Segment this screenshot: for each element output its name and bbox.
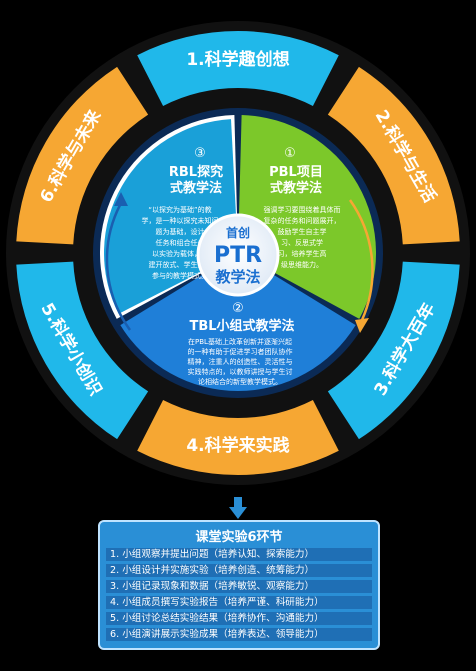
body-line: “以探究为基础”的教 — [148, 205, 211, 214]
center-line1: 首创 — [226, 225, 250, 240]
body-line: 在PBL基础上改革创新并逐渐兴起 — [188, 337, 292, 346]
body-line: 鼓励学生自主学 — [278, 227, 327, 236]
body-line: 论相结合的新型教学模式。 — [198, 377, 282, 386]
pbl-number: ① — [284, 146, 296, 161]
body-line: 复杂的任务和问题展开， — [264, 216, 341, 225]
tbl-title: TBL小组式教学法 — [189, 318, 294, 334]
experiment-panel: 课堂实验6环节 1. 小组观察并提出问题（培养认知、探索能力） 2. 小组设计并… — [98, 520, 380, 650]
body-line: 强调学习要围绕着具体而 — [264, 205, 341, 214]
list-item: 3. 小组记录现象和数据（培养敏锐、观察能力） — [106, 580, 372, 593]
rbl-subtitle: 式教学法 — [170, 180, 222, 196]
arrow-left-head — [114, 192, 128, 206]
list-item: 5. 小组讨论总结实验结果（培养协作、沟通能力） — [106, 612, 372, 625]
outer-segment-4 — [137, 400, 339, 476]
center-badge — [196, 213, 280, 297]
down-arrow-icon — [229, 497, 247, 519]
body-line: 题为基础，设计 — [156, 227, 205, 236]
rbl-title: RBL探究 — [169, 164, 223, 180]
outer-segment-2 — [327, 66, 460, 245]
outer-segment-5 — [16, 261, 149, 440]
panel-title: 课堂实验6环节 — [195, 530, 283, 545]
outer-segment-6 — [16, 66, 149, 245]
body-line: 的一种有助于促进学习者团队协作 — [188, 347, 293, 356]
ptr-diagram: 1.科学趣创想2.科学与生活3.科学大百年4.科学来实践5.科学小创识6.科学与… — [6, 21, 470, 485]
list-item: 2. 小组设计并实施实验（培养创造、统筹能力） — [106, 564, 372, 577]
center-line2: PTR — [214, 243, 262, 268]
panel-list: 1. 小组观察并提出问题（培养认知、探索能力） 2. 小组设计并实施实验（培养创… — [106, 548, 372, 644]
list-item: 4. 小组成员撰写实验报告（培养严谨、科研能力） — [106, 596, 372, 609]
outer-segment-1 — [137, 30, 339, 106]
sector-tbl_group — [120, 253, 356, 391]
list-item: 6. 小组演讲展示实验成果（培养表达、领导能力） — [106, 628, 372, 641]
outer-label-4: 4.科学来实践 — [186, 435, 289, 456]
body-line: 级思维能力。 — [281, 260, 323, 269]
body-line: 建开放式、学生主动 — [149, 260, 212, 269]
body-line: 参与的教学模式。 — [152, 271, 208, 280]
body-line: 习，培养学生高 — [278, 249, 327, 258]
arrow-right-head — [355, 318, 369, 333]
body-line: 学，是一种以探究未知问 — [142, 216, 219, 225]
pbl-title: PBL项目 — [269, 165, 323, 180]
body-line: 精神，注重人的创造性、灵活性与 — [188, 357, 293, 366]
body-line: 实践特点的，以教师讲授与学生讨 — [188, 367, 293, 376]
body-line: 任务和组合任务 — [156, 238, 205, 247]
body-line: 习、反思式学 — [281, 238, 323, 247]
arrow-left-icon — [105, 204, 132, 331]
list-item: 1. 小组观察并提出问题（培养认知、探索能力） — [106, 548, 372, 561]
outer-label-1: 1.科学趣创想 — [186, 49, 289, 70]
tbl-number: ② — [232, 301, 244, 316]
outer-segment-3 — [327, 261, 460, 440]
body-line: 以实验为载体，构 — [152, 249, 208, 258]
arrow-right-icon — [348, 199, 374, 321]
tbl-method: ② TBL小组式教学法 在PBL基础上改革创新并逐渐兴起的一种有助于促进学习者团… — [188, 301, 295, 386]
center-line3: 教学法 — [214, 268, 260, 286]
rbl-number: ③ — [194, 146, 206, 161]
rbl-method: ③ RBL探究 式教学法 “以探究为基础”的教学，是一种以探究未知问题为基础，设… — [142, 146, 224, 280]
pbl-subtitle: 式教学法 — [270, 180, 322, 196]
